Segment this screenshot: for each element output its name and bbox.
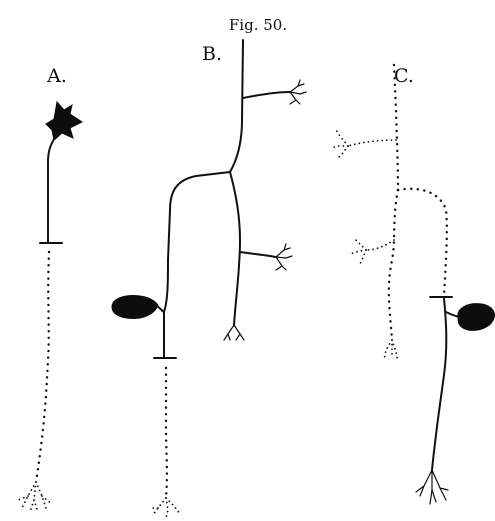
panel-a-dotted-axon [36,252,49,482]
panel-c-cell-body [458,304,495,331]
panel-a-cell-body [46,102,82,140]
panel-c-dotted-upper-branch [348,140,396,146]
panel-c-lower-left-tuft [350,238,366,264]
panel-label-a: A. [46,65,67,87]
panel-b-upper-trunk [230,40,243,172]
panel-b-mid-twigs [276,244,292,270]
panel-b-upper-branch [243,92,290,98]
panel-b-lower-trunk [230,172,240,325]
panel-c-neuron [332,65,495,504]
panel-c-terminal-branches [416,470,448,504]
panel-a-neuron [18,102,82,512]
panel-b-neuron [112,40,306,518]
panel-c-axon [432,298,446,470]
panel-label-b: B. [202,43,222,65]
panel-b-bottom-twigs [224,325,244,340]
panel-c-upper-left-tuft [332,130,348,158]
panel-b-stalk [156,305,164,312]
panel-c-bottom-dotted-tuft [384,340,398,362]
panel-b-mid-branch [240,252,276,257]
panel-c-dotted-lower-branch [366,240,394,250]
panel-c-dotted-arch [398,189,447,296]
panel-a-axon [48,136,56,243]
figure-caption: Fig. 50. [229,16,287,34]
panel-b-cell-body [112,295,158,318]
panel-b-main-stem [164,172,230,358]
panel-a-terminal-branches [18,482,52,512]
panel-b-terminal-branches [150,498,180,518]
panel-c-dotted-left-descender [389,190,398,340]
panel-b-upper-twigs [290,80,306,104]
panel-label-c: C. [394,65,414,87]
panel-b-dotted-axon [166,368,167,498]
